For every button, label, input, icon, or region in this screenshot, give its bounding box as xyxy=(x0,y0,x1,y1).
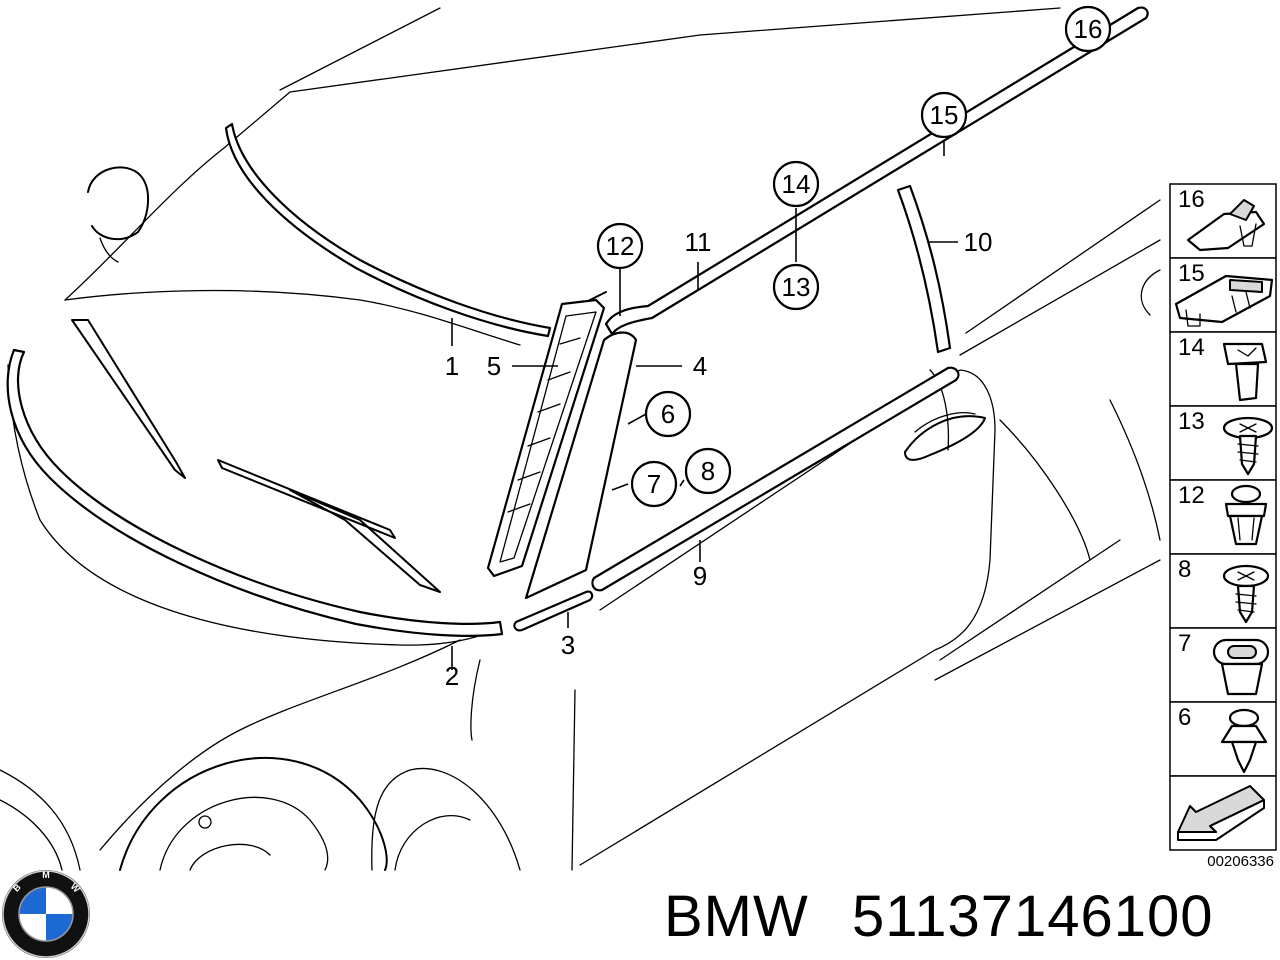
callout-14-circle xyxy=(772,160,820,208)
logo-letter-m: M xyxy=(42,870,50,880)
callout-3: 3 xyxy=(561,630,575,660)
callout-4: 4 xyxy=(693,351,707,381)
callout-8-circle xyxy=(684,447,732,495)
callout-7-circle xyxy=(630,460,678,508)
part-4-a-pillar-cover xyxy=(524,331,638,600)
front-direction-arrow-icon xyxy=(1177,785,1265,841)
push-clip-icon xyxy=(1220,708,1268,774)
callout-16: 16 xyxy=(1074,14,1103,44)
callout-16-circle xyxy=(1064,5,1112,53)
callout-7: 7 xyxy=(647,469,661,499)
fastener-label-14: 14 xyxy=(1178,334,1205,361)
fastener-label-13: 13 xyxy=(1178,408,1205,435)
part-5-a-pillar-frame xyxy=(486,298,606,578)
part-1-windshield-upper-seal xyxy=(224,122,552,338)
screw-icon xyxy=(1222,416,1274,476)
rail-clip-large-icon xyxy=(1174,274,1274,327)
fastener-label-8: 8 xyxy=(1178,556,1191,583)
callout-15: 15 xyxy=(930,100,959,130)
part-3-lower-trim xyxy=(513,590,594,632)
part-number: 51137146100 xyxy=(852,884,1214,949)
callout-11: 11 xyxy=(685,227,712,257)
push-rivet-icon xyxy=(1224,484,1268,546)
callouts: 1 2 3 4 5 6 7 8 9 10 11 12 13 14 15 16 xyxy=(445,5,1112,691)
fastener-label-16: 16 xyxy=(1178,186,1205,213)
square-clip-nut-icon xyxy=(1222,342,1268,402)
callout-8: 8 xyxy=(701,456,715,486)
bmw-logo: B M W xyxy=(2,870,90,958)
callout-14: 14 xyxy=(782,169,811,199)
callout-1: 1 xyxy=(445,351,459,381)
screw-icon xyxy=(1222,564,1270,624)
fasteners-panel: 16 15 14 13 xyxy=(1169,183,1277,870)
brand-name: BMW xyxy=(664,884,809,949)
part-10-b-pillar-strip xyxy=(896,184,952,354)
leader-lines xyxy=(451,39,1095,670)
callout-12: 12 xyxy=(606,231,635,261)
callout-6: 6 xyxy=(661,399,675,429)
fastener-label-15: 15 xyxy=(1178,260,1205,287)
part-9-door-belt-moulding xyxy=(591,366,960,592)
callout-15-circle xyxy=(920,91,968,139)
callout-9: 9 xyxy=(693,561,707,591)
callout-6-circle xyxy=(644,390,692,438)
part-2-windshield-side-moulding xyxy=(6,348,504,637)
callout-10: 10 xyxy=(964,227,993,257)
diagram-number: 00206336 xyxy=(1207,853,1274,870)
parts xyxy=(6,6,1149,637)
fastener-label-6: 6 xyxy=(1178,704,1191,731)
fastener-cell-8 xyxy=(1169,553,1277,629)
fastener-label-12: 12 xyxy=(1178,482,1205,509)
expansion-nut-icon xyxy=(1212,638,1270,696)
part-11-roof-moulding xyxy=(604,6,1149,336)
fastener-label-7: 7 xyxy=(1178,630,1191,657)
callout-12-circle xyxy=(596,222,644,270)
callout-5: 5 xyxy=(487,351,501,381)
car-outline xyxy=(0,7,1161,871)
callout-13: 13 xyxy=(782,272,811,302)
rail-clip-icon xyxy=(1186,199,1266,252)
callout-13-circle xyxy=(772,263,820,311)
callout-2: 2 xyxy=(445,661,459,691)
